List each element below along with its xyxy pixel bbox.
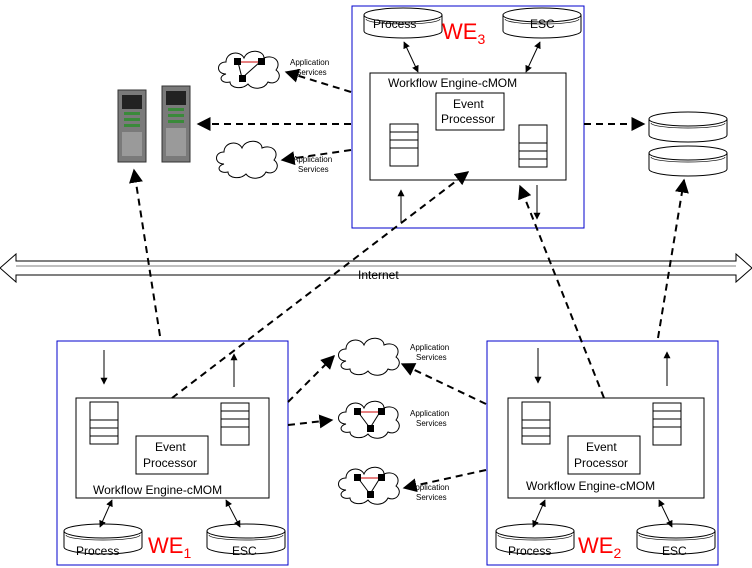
we2-queue-right [652, 402, 682, 446]
cloud-service-top-left [216, 140, 278, 179]
we2-process-label: Process [508, 544, 551, 558]
server-towers [117, 85, 191, 163]
svg-text:Services: Services [416, 419, 447, 428]
service-label-3: Application Services [410, 409, 449, 428]
we2-node: Event Processor Workflow Engine-cMOM Pro… [486, 340, 719, 566]
we3-process-label: Process [373, 17, 416, 31]
we3-esc-label: ESC [530, 17, 555, 31]
we3-queue-right [518, 124, 548, 168]
cloud-service-network-low [338, 466, 400, 505]
service-label-1: Application Services [293, 155, 332, 174]
we1-ep-line1: Event [155, 440, 186, 454]
cloud-service-network-top [218, 50, 280, 89]
we1-process-label: Process [76, 544, 119, 558]
svg-text:Services: Services [416, 353, 447, 362]
we1-label: WE1 [148, 533, 191, 561]
dashed-connectors [129, 69, 689, 493]
service-label-2: Application Services [410, 343, 449, 362]
we2-queue-left [521, 401, 551, 445]
we3-event-processor [435, 92, 505, 131]
we3-queue-left [389, 123, 419, 167]
we1-esc-label: ESC [232, 544, 257, 558]
internet-label: Internet [358, 268, 399, 282]
we2-label: WE2 [578, 533, 621, 561]
we3-ep-line1: Event [453, 97, 484, 111]
svg-text:Application: Application [293, 155, 332, 164]
we1-ep-line2: Processor [143, 456, 197, 470]
we3-engine-label: Workflow Engine-cMOM [388, 76, 517, 90]
we3-ep-line2: Processor [441, 112, 495, 126]
we2-ep-line2: Processor [574, 456, 628, 470]
service-label-4: Application Services [410, 483, 449, 502]
we1-event-processor [135, 435, 209, 475]
we2-engine-label: Workflow Engine-cMOM [526, 479, 655, 493]
svg-text:Application: Application [410, 409, 449, 418]
external-db-1 [648, 111, 728, 143]
cloud-service-mid-top [338, 337, 400, 376]
cloud-service-network-mid [338, 400, 400, 439]
we2-esc-label: ESC [662, 544, 687, 558]
we2-event-processor [567, 435, 641, 475]
internet-arrow [0, 252, 752, 284]
we1-node: Event Processor Workflow Engine-cMOM Pro… [56, 340, 289, 566]
svg-text:Services: Services [298, 165, 329, 174]
svg-text:Application: Application [410, 483, 449, 492]
svg-text:Services: Services [296, 68, 327, 77]
we2-ep-line1: Event [586, 440, 617, 454]
we1-queue-left [89, 401, 119, 445]
svg-text:Application: Application [290, 58, 329, 67]
svg-text:Services: Services [416, 493, 447, 502]
we1-engine-label: Workflow Engine-cMOM [93, 483, 222, 497]
we3-label: WE3 [442, 19, 485, 47]
we3-node: Process ESC WE3 Workflow Engine-cMOM Eve… [351, 5, 585, 229]
svg-text:Application: Application [410, 343, 449, 352]
we1-queue-right [220, 402, 250, 446]
external-db-2 [648, 145, 728, 177]
service-label-0: Application Services [290, 58, 329, 77]
